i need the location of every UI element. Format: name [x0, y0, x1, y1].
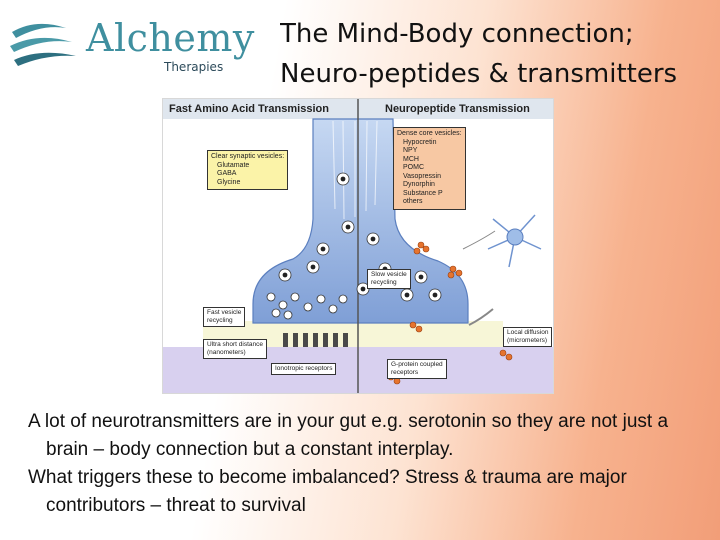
clear-vesicle-item: Glycine	[217, 178, 241, 186]
clear-vesicles-title: Clear synaptic vesicles:	[211, 153, 285, 160]
dense-vesicles-title: Dense core vesicles:	[397, 130, 462, 137]
fast-transmission-heading: Fast Amino Acid Transmission	[169, 103, 329, 115]
synapse-diagram: Fast Amino Acid Transmission Neuropeptid…	[162, 98, 554, 394]
dense-vesicles-box: Dense core vesicles: Hypocretin NPY MCH …	[393, 127, 466, 210]
body-text: A lot of neurotransmitters are in your g…	[28, 408, 708, 520]
dense-vesicle-item: NPY	[403, 147, 418, 154]
logo-subtitle: Therapies	[164, 60, 224, 74]
gprotein-receptors-label: G-protein coupled receptors	[387, 359, 447, 379]
local-diffusion-label: Local diffusion (micrometers)	[503, 327, 553, 347]
dense-vesicle-item: Hypocretin	[403, 138, 437, 146]
alchemy-logo: Alchemy Therapies	[6, 10, 256, 80]
dense-vesicle-item: Dynorphin	[403, 181, 435, 188]
dense-vesicle-item: POMC	[403, 164, 424, 171]
clear-vesicle-item: GABA	[217, 170, 237, 177]
dense-vesicle-item: Vasopressin	[403, 172, 442, 180]
dense-vesicle-item: others	[403, 198, 423, 205]
dense-vesicle-item: MCH	[403, 155, 419, 163]
clear-vesicles-box: Clear synaptic vesicles: Glutamate GABA …	[207, 150, 289, 190]
logo-wordmark: Alchemy	[86, 16, 255, 60]
ionotropic-receptors-label: Ionotropic receptors	[271, 363, 337, 375]
neuropeptide-transmission-heading: Neuropeptide Transmission	[385, 103, 530, 115]
body-paragraph-2: What triggers these to become imbalanced…	[28, 467, 627, 516]
swoosh-logo-icon	[10, 23, 76, 66]
body-paragraph-1: A lot of neurotransmitters are in your g…	[28, 411, 669, 460]
page-title: The Mind-Body connection; Neuro-peptides…	[280, 14, 720, 94]
dense-vesicle-item: Substance P	[403, 189, 443, 197]
title-line-1: The Mind-Body connection;	[280, 19, 634, 49]
title-line-2: Neuro-peptides & transmitters	[280, 59, 678, 89]
clear-vesicle-item: Glutamate	[217, 161, 250, 169]
slow-recycling-label: Slow vesicle recycling	[367, 269, 411, 289]
ultra-short-distance-label: Ultra short distance (nanometers)	[203, 339, 267, 359]
fast-recycling-label: Fast vesicle recycling	[203, 307, 246, 327]
